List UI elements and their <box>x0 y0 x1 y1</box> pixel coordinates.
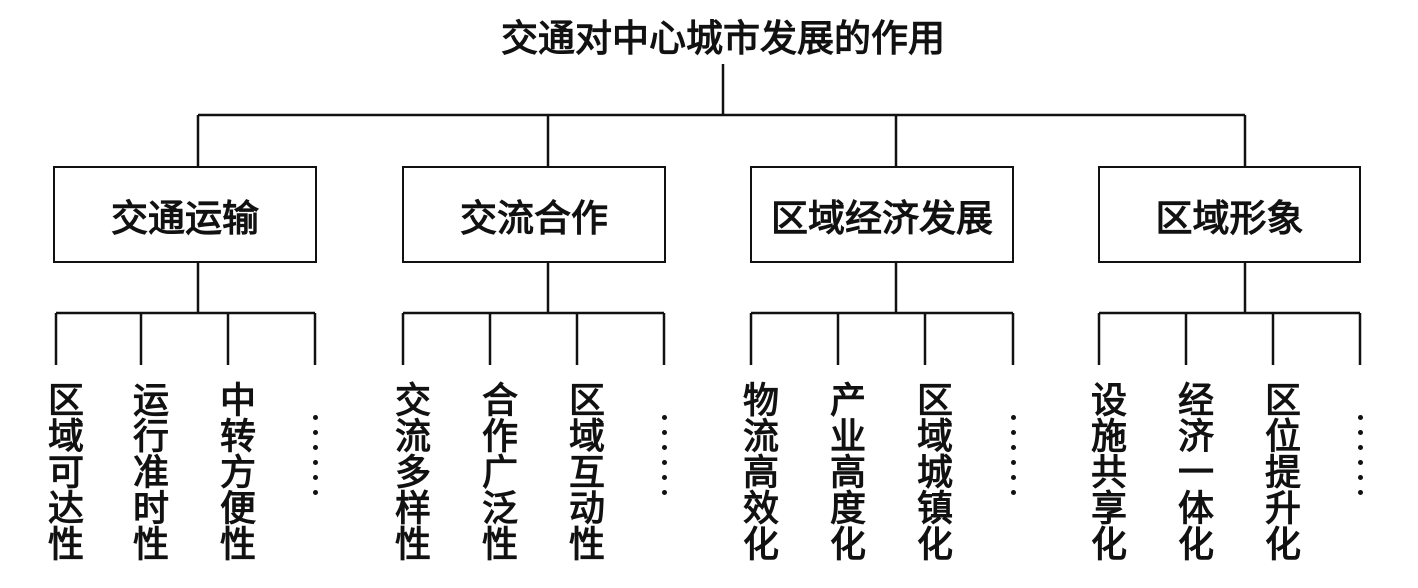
leaf-item: 区域城镇化 <box>911 381 953 561</box>
leaf-item: 运行准时性 <box>127 381 169 561</box>
branch-box-regional-image: 区域形象 <box>1098 166 1361 263</box>
branch-box-regional-economy: 区域经济发展 <box>750 166 1014 263</box>
leaf-item: 物流高效化 <box>737 381 779 561</box>
leaf-item: 区域可达性 <box>42 381 84 561</box>
ellipsis-dots <box>1353 410 1367 500</box>
diagram-title: 交通对中心城市发展的作用 <box>501 16 945 60</box>
leaf-item: 产业高度化 <box>824 381 866 561</box>
leaf-item: 区位提升化 <box>1259 381 1301 561</box>
leaf-item: 中转方便性 <box>214 381 256 561</box>
branch-box-exchange: 交流合作 <box>402 166 666 263</box>
ellipsis-dots <box>657 410 671 500</box>
leaf-item: 合作广泛性 <box>476 381 518 561</box>
branch-box-transport: 交通运输 <box>53 166 317 263</box>
ellipsis-dots <box>1006 410 1020 500</box>
leaf-item: 区域互动性 <box>563 381 605 561</box>
leaf-item: 设施共享化 <box>1085 381 1127 561</box>
ellipsis-dots: …… <box>308 410 322 500</box>
leaf-item: 经济一体化 <box>1172 381 1214 561</box>
leaf-item: 交流多样性 <box>389 381 431 561</box>
